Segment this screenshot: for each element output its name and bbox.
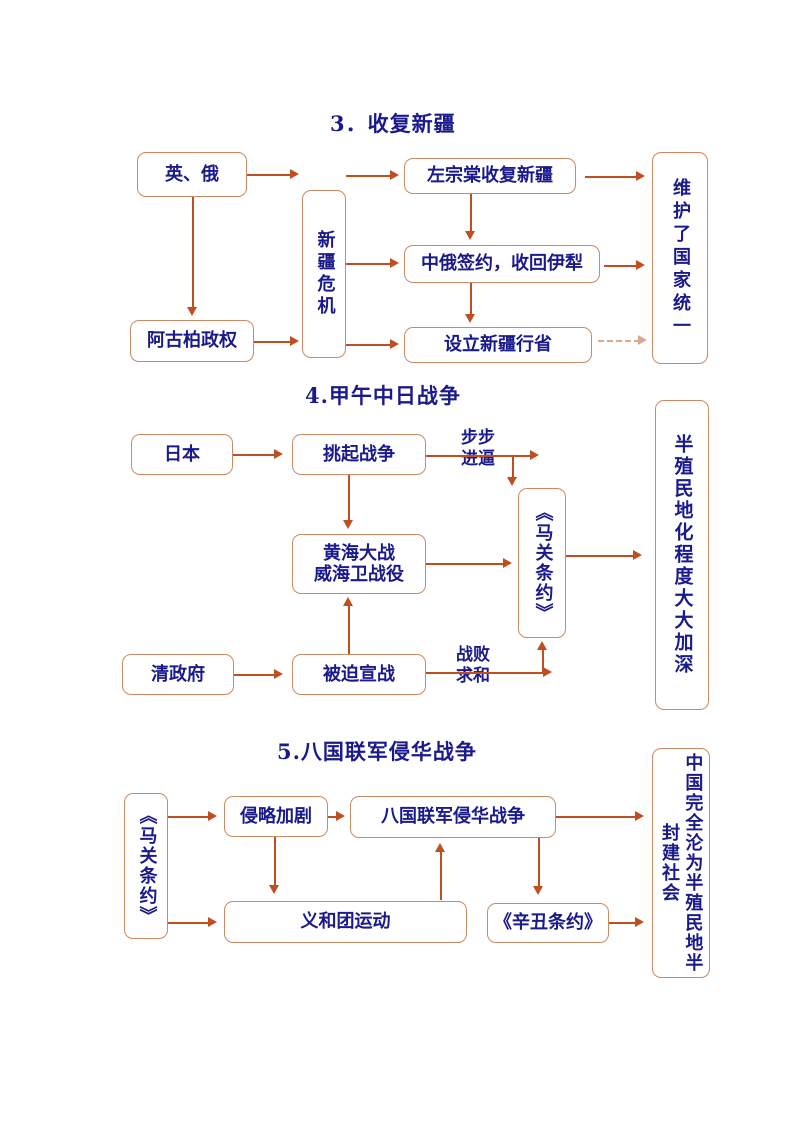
arrow-naval-to-treaty-icon	[503, 558, 512, 568]
arrow-qing-to-declare-war-icon	[274, 669, 283, 679]
edge-treaty-to-outcome-4	[566, 555, 636, 557]
node-semi-colonial-deepened[interactable]: 半殖民地化程度大大加深	[655, 400, 709, 710]
node-treaty-of-shimonoseki-label: 《马关条约》	[532, 503, 554, 623]
edge-alliance-to-outcome-5	[556, 816, 638, 818]
node-safeguard-national-unity[interactable]: 维护了国家统一	[652, 152, 708, 364]
arrow-provoke-war-branch-icon	[530, 450, 539, 460]
edge-shimonoseki-to-aggression	[168, 816, 212, 818]
edge-up-to-treaty	[542, 650, 544, 674]
edge-aggression-to-boxer	[274, 837, 276, 887]
edge-boxer-to-alliance	[440, 852, 442, 900]
edge-treaty-to-province	[470, 283, 472, 316]
edge-provoke-war-branch	[426, 455, 536, 457]
node-safeguard-national-unity-label: 维护了国家统一	[670, 177, 692, 339]
edge-label-defeat-seek-peace: 战败 求和	[456, 645, 490, 688]
node-treaty-of-shimonoseki[interactable]: 《马关条约》	[518, 488, 566, 638]
node-boxer-movement[interactable]: 义和团运动	[224, 901, 467, 943]
edge-zuo-to-treaty	[470, 194, 472, 233]
node-aggression-intensifies[interactable]: 侵略加剧	[224, 796, 328, 837]
arrow-crisis-to-province-icon	[390, 339, 399, 349]
node-boxer-protocol[interactable]: 《辛丑条约》	[487, 903, 609, 943]
arrow-alliance-to-protocol-icon	[533, 886, 543, 895]
node-china-fully-semi-colonial[interactable]: 中国完全沦为半殖民地半封建社会	[652, 748, 710, 978]
arrow-province-to-outcome-icon	[638, 335, 647, 345]
edge-crisis-to-zuo	[346, 175, 392, 177]
arrow-declare-war-branch-icon	[543, 667, 552, 677]
node-naval-battles-line2: 威海卫战役	[314, 564, 404, 585]
edge-declare-war-branch	[426, 672, 548, 674]
edge-yakub-to-crisis	[254, 341, 292, 343]
edge-shimonoseki-to-boxer	[168, 922, 212, 924]
edge-britain-russia-to-crisis	[247, 174, 292, 176]
node-establish-xinjiang-province[interactable]: 设立新疆行省	[404, 327, 592, 363]
node-xinjiang-crisis-label: 新疆危机	[314, 230, 336, 318]
arrow-shimonoseki-to-aggression-icon	[208, 811, 217, 821]
edge-naval-to-treaty	[426, 563, 506, 565]
arrow-yakub-to-crisis-icon	[290, 336, 299, 346]
arrow-aggression-to-boxer-icon	[269, 885, 279, 894]
node-provoke-war[interactable]: 挑起战争	[292, 434, 426, 475]
node-naval-battles[interactable]: 黄海大战 威海卫战役	[292, 534, 426, 594]
edge-label-step-by-step-line2: 进逼	[461, 449, 495, 470]
node-eight-nation-alliance-war[interactable]: 八国联军侵华战争	[350, 796, 556, 838]
section-5-title: 5.八国联军侵华战争	[277, 739, 477, 764]
arrow-up-to-treaty-icon	[537, 641, 547, 650]
arrow-treaty-to-province-icon	[465, 314, 475, 323]
edge-britain-russia-to-yakub	[192, 197, 194, 309]
arrow-japan-to-provoke-war-icon	[274, 449, 283, 459]
arrow-crisis-to-zuo-icon	[390, 170, 399, 180]
edge-zuo-to-outcome	[585, 176, 638, 178]
section-4-title: 4.甲午中日战争	[305, 383, 461, 408]
node-sino-russian-treaty-ili[interactable]: 中俄签约，收回伊犁	[404, 245, 600, 283]
arrow-crisis-to-treaty-icon	[390, 258, 399, 268]
section-3-title: 3．收复新疆	[330, 111, 456, 136]
arrow-boxer-to-alliance-icon	[435, 843, 445, 852]
node-britain-russia[interactable]: 英、俄	[137, 152, 247, 197]
node-forced-declare-war[interactable]: 被迫宣战	[292, 654, 426, 695]
edge-crisis-to-treaty	[346, 263, 392, 265]
edge-aggression-to-alliance	[328, 816, 340, 818]
arrow-britain-russia-to-crisis-icon	[290, 169, 299, 179]
arrow-britain-russia-to-yakub-icon	[187, 307, 197, 316]
arrow-aggression-to-alliance-icon	[336, 811, 345, 821]
arrow-provoke-war-down-to-treaty-icon	[507, 477, 517, 486]
edge-qing-to-declare-war	[234, 674, 276, 676]
arrow-declare-war-to-naval-icon	[343, 597, 353, 606]
edge-protocol-to-outcome-5	[609, 922, 638, 924]
arrow-provoke-war-to-naval-icon	[343, 520, 353, 529]
arrow-treaty-to-outcome-4-icon	[633, 550, 642, 560]
arrow-alliance-to-outcome-5-icon	[635, 811, 644, 821]
node-treaty-of-shimonoseki-5[interactable]: 《马关条约》	[124, 793, 168, 939]
edge-treaty-to-outcome	[604, 265, 638, 267]
arrow-protocol-to-outcome-5-icon	[635, 917, 644, 927]
edge-label-step-by-step-line1: 步步	[461, 428, 495, 448]
edge-alliance-to-protocol	[538, 838, 540, 888]
edge-provoke-war-to-naval	[348, 475, 350, 522]
edge-crisis-to-province	[346, 344, 392, 346]
node-japan[interactable]: 日本	[131, 434, 233, 475]
arrow-zuo-to-treaty-icon	[465, 231, 475, 240]
edge-declare-war-to-naval	[348, 606, 350, 654]
arrow-zuo-to-outcome-icon	[636, 171, 645, 181]
edge-label-step-by-step: 步步 进逼	[461, 428, 495, 471]
edge-label-defeat-seek-peace-line2: 求和	[456, 666, 490, 687]
node-qing-government[interactable]: 清政府	[122, 654, 234, 695]
node-china-fully-semi-colonial-label: 中国完全沦为半殖民地半封建社会	[659, 753, 704, 973]
node-xinjiang-crisis[interactable]: 新疆危机	[302, 190, 346, 358]
node-semi-colonial-deepened-label: 半殖民地化程度大大加深	[671, 434, 694, 676]
edge-japan-to-provoke-war	[233, 454, 276, 456]
edge-province-to-outcome-dashed	[598, 340, 640, 342]
node-treaty-of-shimonoseki-5-label: 《马关条约》	[136, 806, 158, 926]
node-naval-battles-line1: 黄海大战	[323, 542, 395, 564]
edge-provoke-war-down-to-treaty	[512, 455, 514, 479]
edge-label-defeat-seek-peace-line1: 战败	[456, 645, 490, 665]
node-yakub-beg-regime[interactable]: 阿古柏政权	[130, 320, 254, 362]
arrow-shimonoseki-to-boxer-icon	[208, 917, 217, 927]
node-zuo-zongtang-recovers-xinjiang[interactable]: 左宗棠收复新疆	[404, 158, 576, 194]
arrow-treaty-to-outcome-icon	[636, 260, 645, 270]
